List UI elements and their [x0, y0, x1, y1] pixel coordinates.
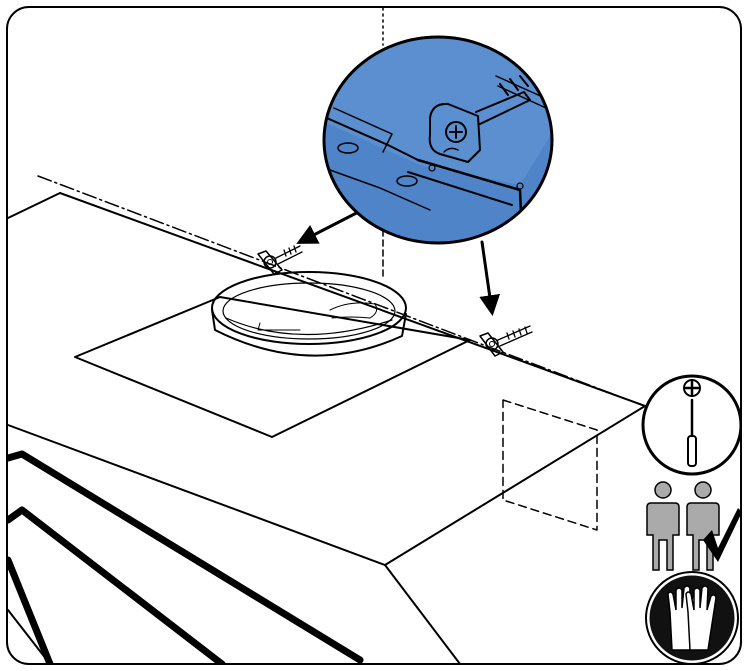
- arrow-to-right-screw: [479, 240, 501, 317]
- panel-front-edge: [7, 424, 386, 566]
- figure-frame: [6, 6, 742, 665]
- bracket-screw-detail-icon: [322, 35, 554, 245]
- hood-side-edge: [7, 609, 51, 664]
- protective-gloves-icon: [645, 571, 739, 664]
- hood-side-rim: [7, 556, 54, 664]
- left-wall-screw: [257, 245, 303, 275]
- panel-corner-edge: [384, 564, 461, 664]
- scene: [7, 7, 741, 664]
- mounting-guide-line: [37, 175, 656, 411]
- phillips-screwdriver-icon: [641, 374, 741, 476]
- mounting-plate: [74, 296, 471, 438]
- hood-front-rim-inner: [7, 506, 226, 664]
- person-right-icon: [686, 481, 720, 571]
- hidden-junction-box: [502, 399, 598, 531]
- duct-collar: [211, 271, 407, 357]
- two-person-lift-icon: [646, 481, 741, 571]
- person-left-icon: [646, 481, 680, 571]
- checkmark-icon: [703, 508, 741, 562]
- right-wall-screw: [479, 325, 533, 357]
- hood-front-rim-outer: [7, 450, 364, 664]
- ceiling-panel-outline: [7, 192, 646, 566]
